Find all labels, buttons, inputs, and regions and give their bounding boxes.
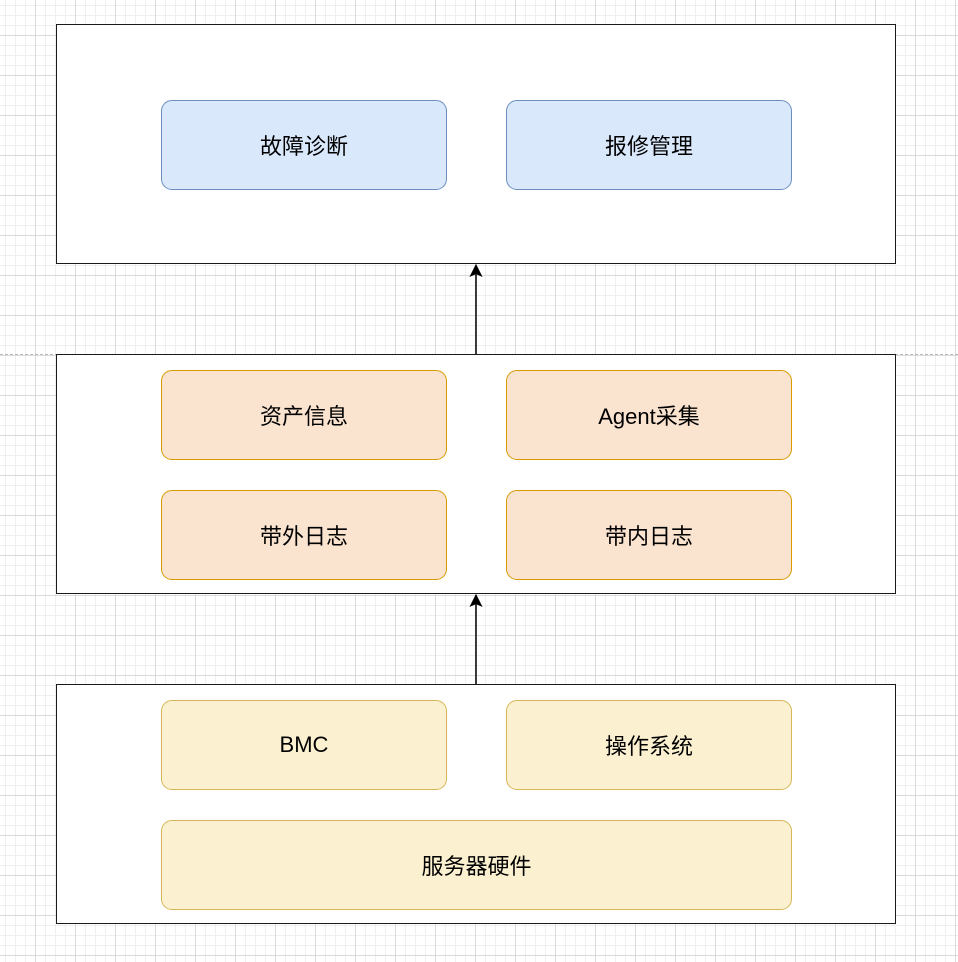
arrow-data-to-application[interactable]: [469, 263, 483, 354]
arrow-hardware-to-data[interactable]: [469, 593, 483, 684]
in-band-log-box[interactable]: 带内日志: [506, 490, 792, 580]
bmc-box[interactable]: BMC: [161, 700, 447, 790]
fault-diagnosis-box[interactable]: 故障诊断: [161, 100, 447, 190]
repair-management-box[interactable]: 报修管理: [506, 100, 792, 190]
application-layer[interactable]: 故障诊断 报修管理: [56, 24, 896, 264]
operating-system-box[interactable]: 操作系统: [506, 700, 792, 790]
hardware-layer[interactable]: BMC 操作系统 服务器硬件: [56, 684, 896, 924]
asset-info-box[interactable]: 资产信息: [161, 370, 447, 460]
out-of-band-log-box[interactable]: 带外日志: [161, 490, 447, 580]
server-hardware-box[interactable]: 服务器硬件: [161, 820, 792, 910]
agent-collection-box[interactable]: Agent采集: [506, 370, 792, 460]
data-layer[interactable]: 资产信息 Agent采集 带外日志 带内日志: [56, 354, 896, 594]
